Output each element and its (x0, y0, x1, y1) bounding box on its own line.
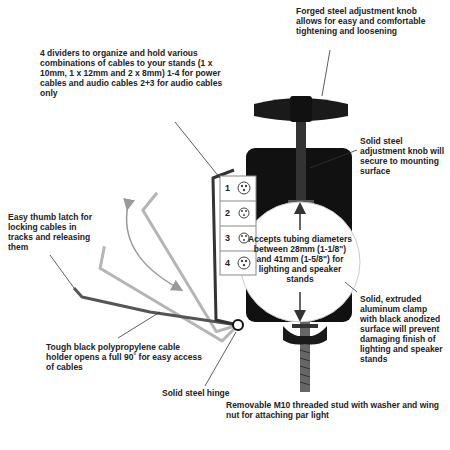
feature-note: Tough black polypropylene cable holder o… (46, 342, 202, 372)
feature-note: Accepts tubing diameters between 28mm (1… (248, 234, 352, 284)
callout-number: 2 (225, 207, 230, 219)
callout-number: 1 (225, 182, 230, 194)
feature-note: Removable M10 threaded stud with washer … (226, 400, 444, 420)
callout-number: 3 (225, 232, 230, 244)
callout-number: 4 (225, 257, 230, 269)
feature-note: Forged steel adjustment knob allows for … (296, 6, 438, 36)
feature-note: Solid steel adjustment knob will secure … (360, 136, 446, 176)
feature-note: Solid, extruded aluminum clamp with blac… (360, 294, 446, 364)
feature-note: Solid steel hinge (162, 388, 252, 398)
feature-note: 4 dividers to organize and hold various … (40, 48, 226, 98)
feature-note: Easy thumb latch for locking cables in t… (8, 212, 100, 252)
